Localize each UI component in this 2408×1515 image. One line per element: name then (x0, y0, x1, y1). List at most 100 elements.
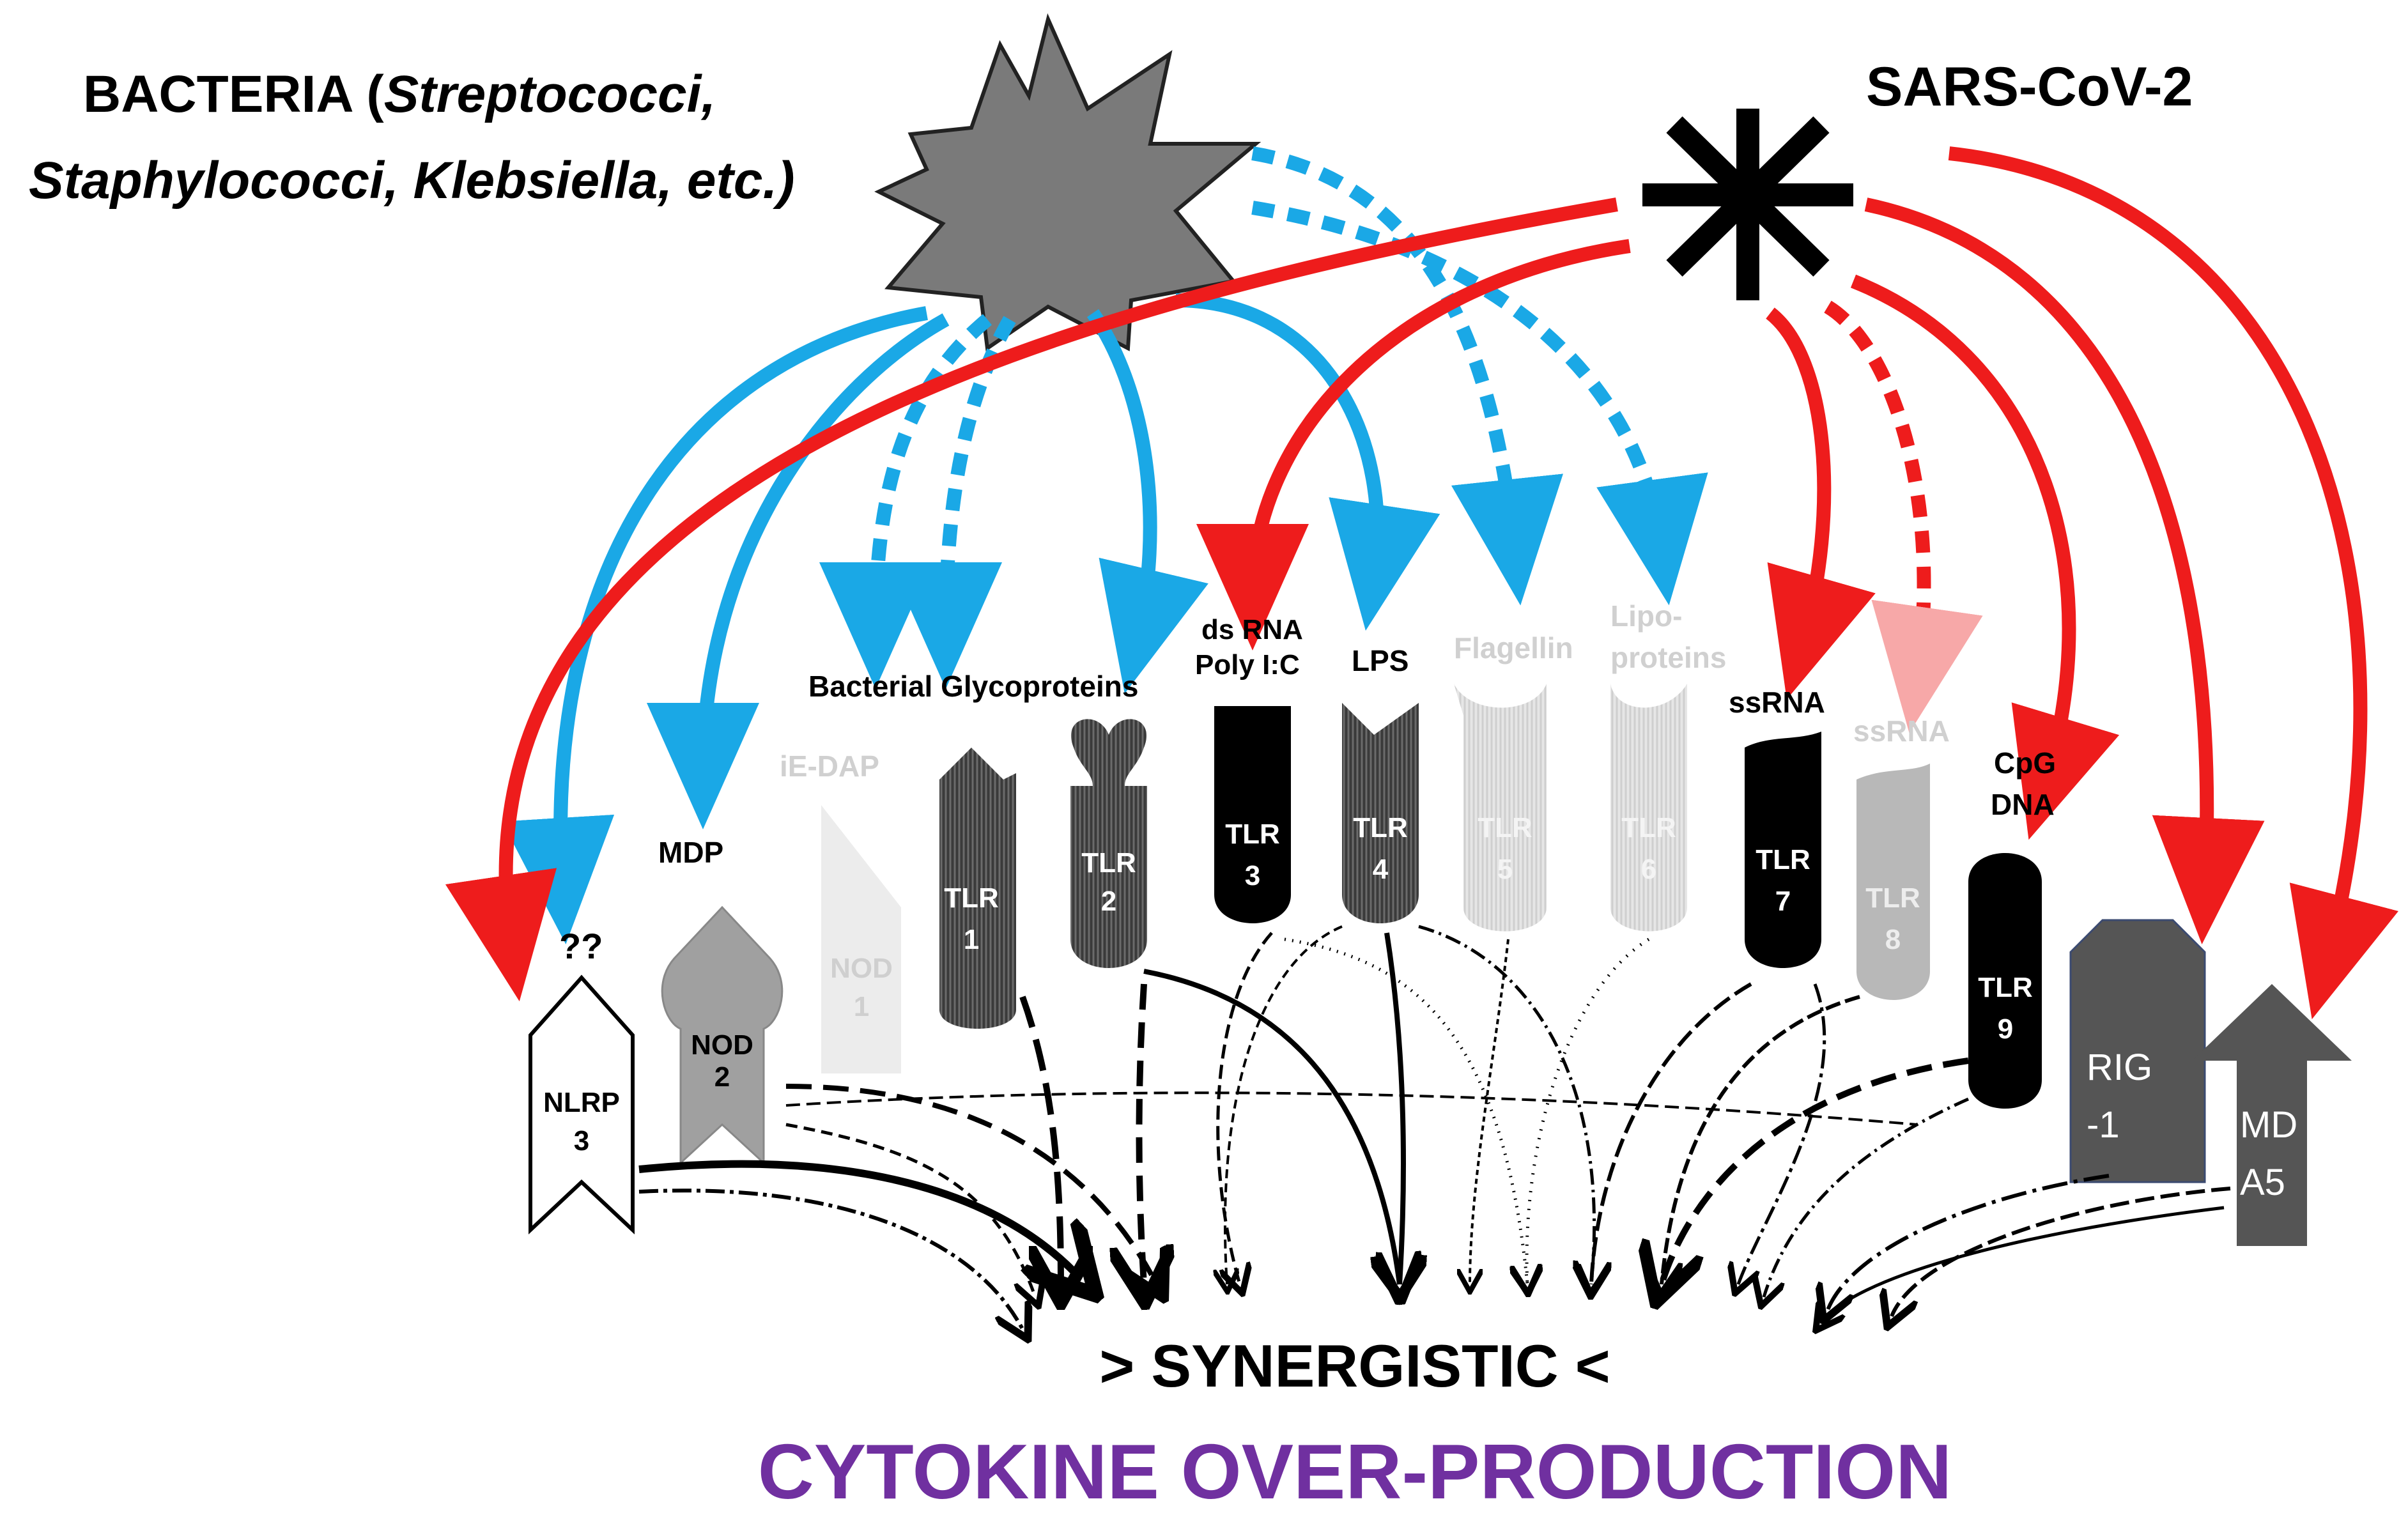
tlr6-name: TLR (1621, 812, 1676, 843)
virus-arrow-to-mda5 (1948, 146, 2398, 1020)
proteins-label: proteins (1610, 641, 1726, 674)
arrow-tlr4c (1225, 925, 1343, 1284)
bacteria-arrow-to-lipoproteins (1251, 201, 1708, 606)
flagellin-label: Flagellin (1454, 631, 1573, 665)
mda5-name: MD (2240, 1104, 2297, 1146)
arrow-tlr9 (1662, 1057, 1969, 1284)
tlr9-number: 9 (1998, 1013, 2013, 1045)
virus-arrows (445, 146, 2398, 1020)
bacteria-arrow-to-flagellin (1251, 146, 1563, 606)
tlr9-name: TLR (1978, 972, 2033, 1003)
dsrna-label: ds RNA (1201, 614, 1303, 645)
arrow-nlrp-1 (638, 1160, 1080, 1278)
dna-label: DNA (1991, 788, 2055, 821)
virus-label: SARS-CoV-2 (1866, 56, 2193, 118)
arrow-mda5b (1821, 1206, 2225, 1323)
arrow-tlr7b (1738, 983, 1826, 1284)
arrow-tlr8 (1662, 995, 1860, 1284)
tlr2-number: 2 (1101, 886, 1116, 917)
lps-label: LPS (1352, 644, 1409, 677)
virus-arrow-to-tlr3 (1196, 239, 1631, 650)
receptor-nlrp3: NLRP 3 (529, 974, 635, 1234)
bacteria-arrow-to-tlr2 (1086, 309, 1208, 694)
mdp-label: MDP (658, 836, 723, 869)
receptor-nod1: NOD 1 (821, 805, 901, 1073)
rig1-name: RIG (2087, 1047, 2152, 1088)
nlrp3-name: NLRP (543, 1087, 620, 1118)
tlr4-number: 4 (1373, 854, 1389, 885)
bacteria-arrow-to-lps (1175, 293, 1440, 631)
arrow-tlr2b (1139, 983, 1145, 1284)
virus-arrow-to-rig1 (1864, 197, 2265, 944)
receptor-tlr9: TLR 9 (1968, 853, 2042, 1109)
unknown-ligand-label: ?? (559, 926, 603, 966)
iedap-label: iE-DAP (780, 750, 879, 783)
polyic-label: Poly I:C (1195, 649, 1300, 681)
arrow-nlrp-2 (638, 1188, 1023, 1329)
receptor-tlr5: TLR 5 (1454, 684, 1547, 932)
receptor-nod2: NOD 2 (661, 905, 783, 1165)
lipo-label: Lipo- (1610, 599, 1682, 633)
virus-arrow-to-nlrp (445, 197, 1618, 1002)
nlrp3-number: 3 (574, 1125, 589, 1157)
arrow-rig1 (1828, 1174, 2110, 1310)
bacteria-arrow-to-mdp (647, 313, 950, 829)
arrow-mda5 (1892, 1187, 2231, 1316)
tlr5-number: 5 (1497, 854, 1513, 885)
arrow-tlr2 (1143, 969, 1400, 1284)
rig1-number: -1 (2087, 1104, 2120, 1146)
receptor-tlr1: TLR 1 (939, 748, 1016, 1029)
tlr3-name: TLR (1225, 819, 1280, 850)
receptor-mda5: MD A5 (2192, 984, 2352, 1246)
bacteria-label: BACTERIA (Streptococci, (83, 65, 716, 123)
cpg-label: CpG (1994, 746, 2056, 780)
bacterial-glycoproteins-label: Bacterial Glycoproteins (808, 670, 1138, 703)
tlr1-name: TLR (944, 882, 999, 914)
nod2-number: 2 (714, 1061, 730, 1093)
arrow-tlr4 (1387, 932, 1403, 1284)
bacteria-arrow-to-nlrp (502, 306, 928, 944)
arrow-tlr1 (1019, 996, 1061, 1284)
arrow-nod2-2 (785, 1123, 1035, 1297)
bacteria-arrow-to-tlr1 (819, 314, 992, 689)
arrow-tlr5 (1470, 939, 1509, 1284)
tlr2-name: TLR (1081, 847, 1136, 879)
receptor-tlr7: TLR 7 (1745, 732, 1821, 968)
receptor-tlr6: TLR 6 (1610, 684, 1687, 932)
receptor-tlr2: TLR 2 (1070, 719, 1147, 968)
tlr8-name: TLR (1865, 882, 1920, 914)
synergistic-label: > SYNERGISTIC < (1099, 1332, 1610, 1399)
arrow-nod2-1 (785, 1084, 1157, 1284)
bacteria-species-label: Staphylococci, Klebsiella, etc.) (29, 151, 795, 210)
cytokine-overproduction-label: CYTOKINE OVER-PRODUCTION (758, 1428, 1952, 1515)
bacteria-star-icon (874, 13, 1262, 352)
arrow-nod2-3 (785, 1091, 1918, 1126)
arrow-tlr7 (1591, 982, 1752, 1284)
tlr8-number: 8 (1885, 924, 1901, 955)
tlr4-name: TLR (1353, 812, 1408, 843)
virus-asterisk-icon (1642, 109, 1853, 300)
nod1-number: 1 (854, 991, 869, 1022)
virus-arrow-to-tlr7 (1765, 307, 1876, 700)
receptor-rig1: RIG -1 (2069, 919, 2206, 1183)
arrow-tlr3b (1284, 937, 1527, 1284)
nod2-name: NOD (691, 1029, 753, 1061)
arrow-tlr9b (1764, 1097, 1970, 1297)
receptor-tlr3: TLR 3 (1214, 706, 1291, 923)
arrow-tlr4b (1418, 925, 1594, 1284)
tlr5-name: TLR (1478, 812, 1532, 843)
ssrna-tlr7-label: ssRNA (1729, 686, 1825, 719)
arrow-tlr6 (1527, 937, 1650, 1284)
tlr3-number: 3 (1245, 860, 1260, 891)
tlr1-number: 1 (964, 924, 979, 955)
virus-arrow-to-tlr9 (1850, 274, 2120, 840)
receptor-tlr4: TLR 4 (1342, 703, 1419, 923)
tlr7-number: 7 (1775, 886, 1791, 917)
synergy-arrows (638, 925, 2231, 1329)
receptor-tlr8: TLR 8 (1856, 764, 1930, 1000)
virus-arrow-to-tlr8 (1824, 300, 1983, 734)
nod1-name: NOD (830, 953, 893, 984)
mda5-number: A5 (2240, 1162, 2285, 1203)
ssrna-tlr8-label: ssRNA (1853, 714, 1950, 748)
